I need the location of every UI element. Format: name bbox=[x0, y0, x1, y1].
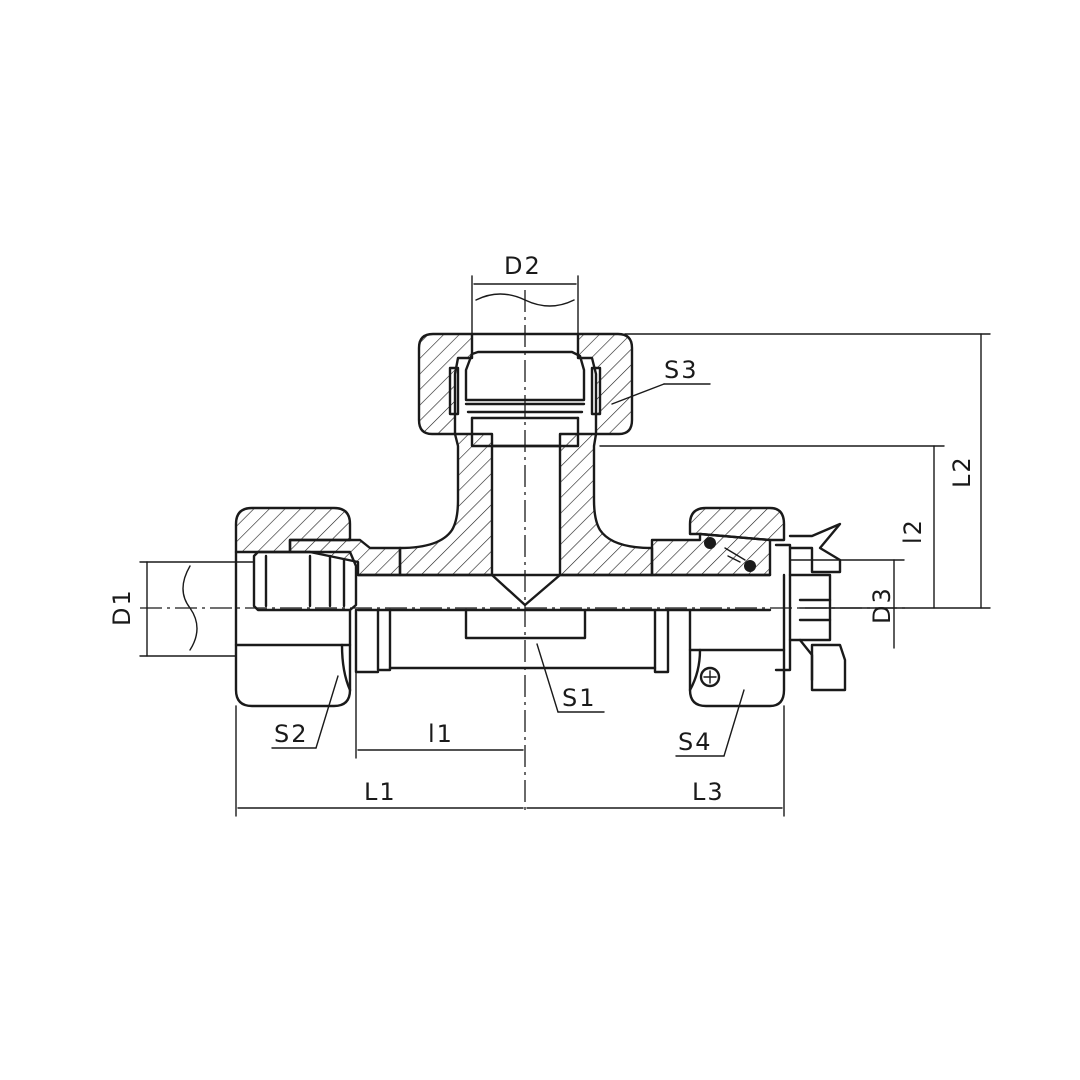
label-l2-lower: l2 bbox=[899, 518, 927, 544]
right-end-stub bbox=[774, 543, 792, 672]
top-branch bbox=[398, 332, 654, 607]
body-lower-outline bbox=[376, 608, 392, 672]
branch-bore-cone bbox=[490, 573, 562, 607]
top-body-right-wall bbox=[558, 432, 654, 577]
top-nut-left-wall bbox=[417, 332, 474, 436]
label-l2-upper: L2 bbox=[948, 455, 976, 488]
main-body bbox=[288, 532, 772, 674]
left-nut-top-wall bbox=[234, 506, 352, 554]
label-d3: D3 bbox=[868, 586, 896, 624]
label-l3: L3 bbox=[692, 778, 725, 806]
dim-l2: L2 l2 bbox=[599, 333, 991, 609]
dim-horizontal: l1 L1 L3 bbox=[235, 671, 785, 817]
label-s4: S4 bbox=[678, 728, 713, 756]
right-nut-top-wall bbox=[688, 506, 786, 542]
right-nut bbox=[688, 506, 847, 708]
dim-d1: D1 bbox=[108, 561, 255, 657]
label-d1: D1 bbox=[108, 588, 136, 626]
o-ring-lower bbox=[744, 560, 756, 572]
left-nut-lower-body bbox=[234, 550, 352, 708]
label-s2: S2 bbox=[274, 720, 309, 748]
dim-d3: D3 bbox=[789, 559, 905, 649]
label-s1: S1 bbox=[562, 684, 597, 712]
left-nut bbox=[234, 506, 358, 708]
dim-d2: D2 bbox=[471, 252, 579, 335]
label-l1-small: l1 bbox=[428, 720, 454, 748]
label-s3: S3 bbox=[664, 356, 699, 384]
locking-screw bbox=[699, 666, 721, 688]
o-ring-upper bbox=[704, 537, 716, 549]
label-l1: L1 bbox=[364, 778, 397, 806]
label-d2: D2 bbox=[504, 252, 542, 280]
top-body-left-wall bbox=[398, 432, 494, 577]
leaders: S3 S1 S2 S4 bbox=[271, 356, 745, 757]
s1-hex-flat bbox=[464, 608, 587, 640]
right-nut-lower-body bbox=[688, 573, 786, 708]
top-tube-stub bbox=[464, 350, 586, 402]
left-tube-stub bbox=[252, 550, 358, 612]
center-lines bbox=[140, 290, 910, 815]
top-nut-right-wall bbox=[576, 332, 634, 436]
